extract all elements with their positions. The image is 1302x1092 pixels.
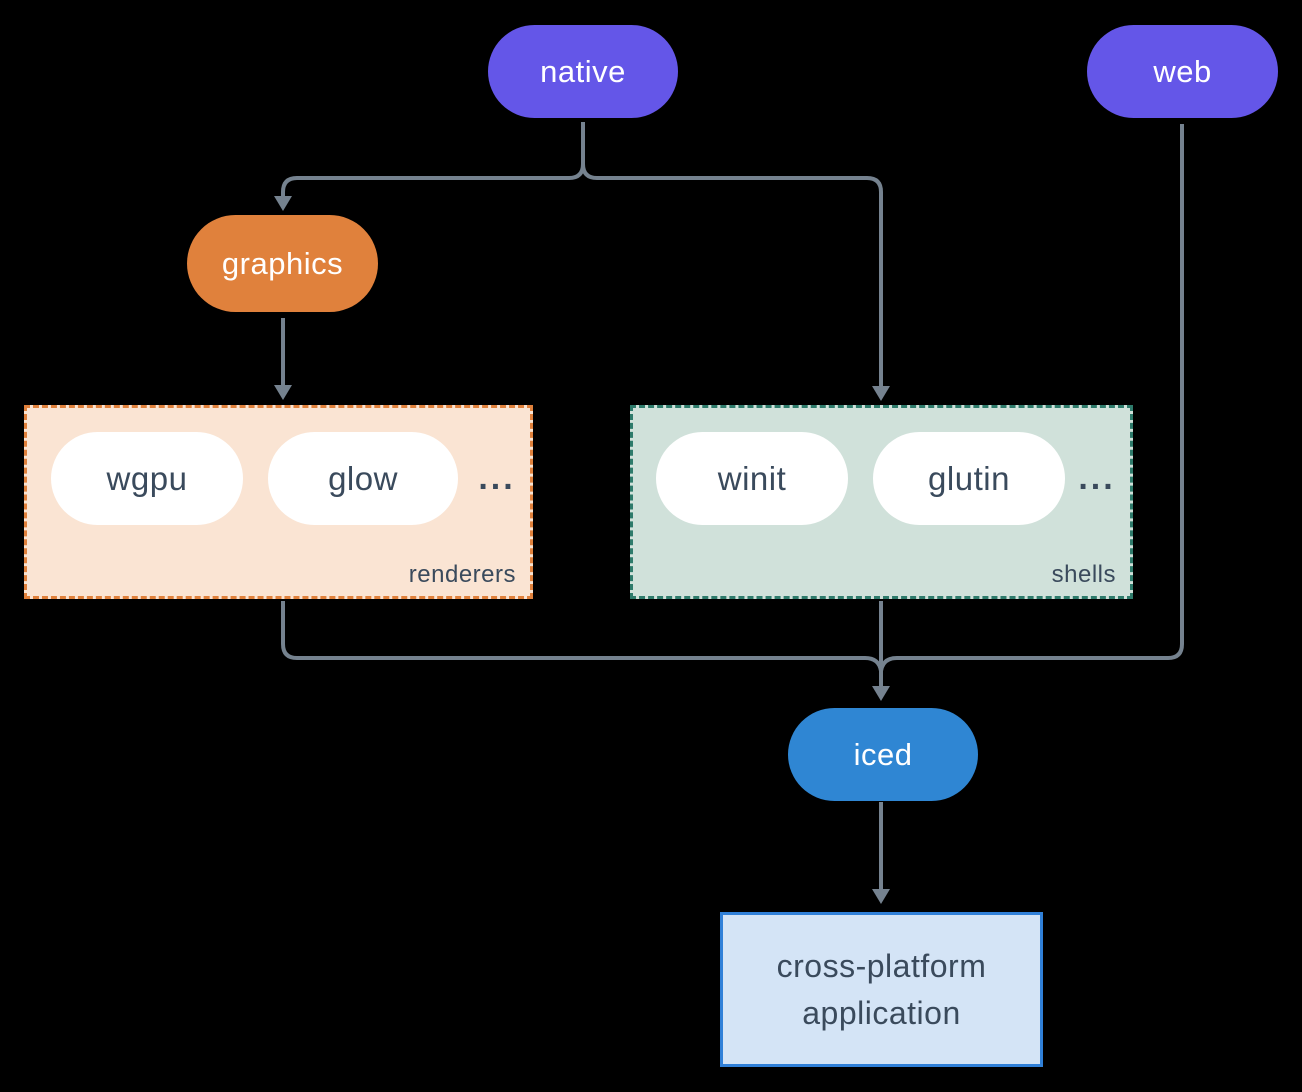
group-shells: winit glutin ... shells [630, 405, 1133, 599]
node-iced-label: iced [853, 736, 913, 772]
edge-web-iced [879, 124, 1184, 672]
arrowhead-renderers [274, 385, 292, 400]
node-native: native [488, 25, 678, 118]
node-winit: winit [656, 432, 848, 525]
node-application-label-line2: application [802, 994, 961, 1031]
renderers-ellipsis: ... [478, 459, 516, 497]
node-wgpu: wgpu [51, 432, 243, 525]
edge-native-graphics [281, 122, 585, 196]
node-wgpu-label: wgpu [106, 459, 188, 497]
shells-ellipsis: ... [1078, 459, 1116, 497]
node-glutin-label: glutin [928, 459, 1010, 497]
node-winit-label: winit [717, 459, 787, 497]
arrowhead-graphics [274, 196, 292, 211]
node-glow-label: glow [328, 459, 398, 497]
node-glow: glow [268, 432, 458, 525]
node-glutin: glutin [873, 432, 1065, 525]
node-native-label: native [540, 53, 626, 89]
node-web: web [1087, 25, 1278, 118]
node-application-label-line1: cross-platform [776, 947, 987, 984]
edge-native-shells [581, 122, 883, 386]
arrowhead-iced [872, 686, 890, 701]
arrowhead-app [872, 889, 890, 904]
group-renderers-label: renderers [408, 561, 516, 588]
group-renderers: wgpu glow ... renderers [24, 405, 533, 599]
node-application: cross-platform application [720, 912, 1043, 1067]
group-shells-label: shells [1051, 561, 1116, 588]
node-iced: iced [788, 708, 978, 801]
arrowhead-shells [872, 386, 890, 401]
node-web-label: web [1153, 53, 1212, 89]
node-graphics: graphics [187, 215, 378, 312]
edge-renderers-iced [281, 601, 883, 672]
node-graphics-label: graphics [221, 245, 344, 281]
